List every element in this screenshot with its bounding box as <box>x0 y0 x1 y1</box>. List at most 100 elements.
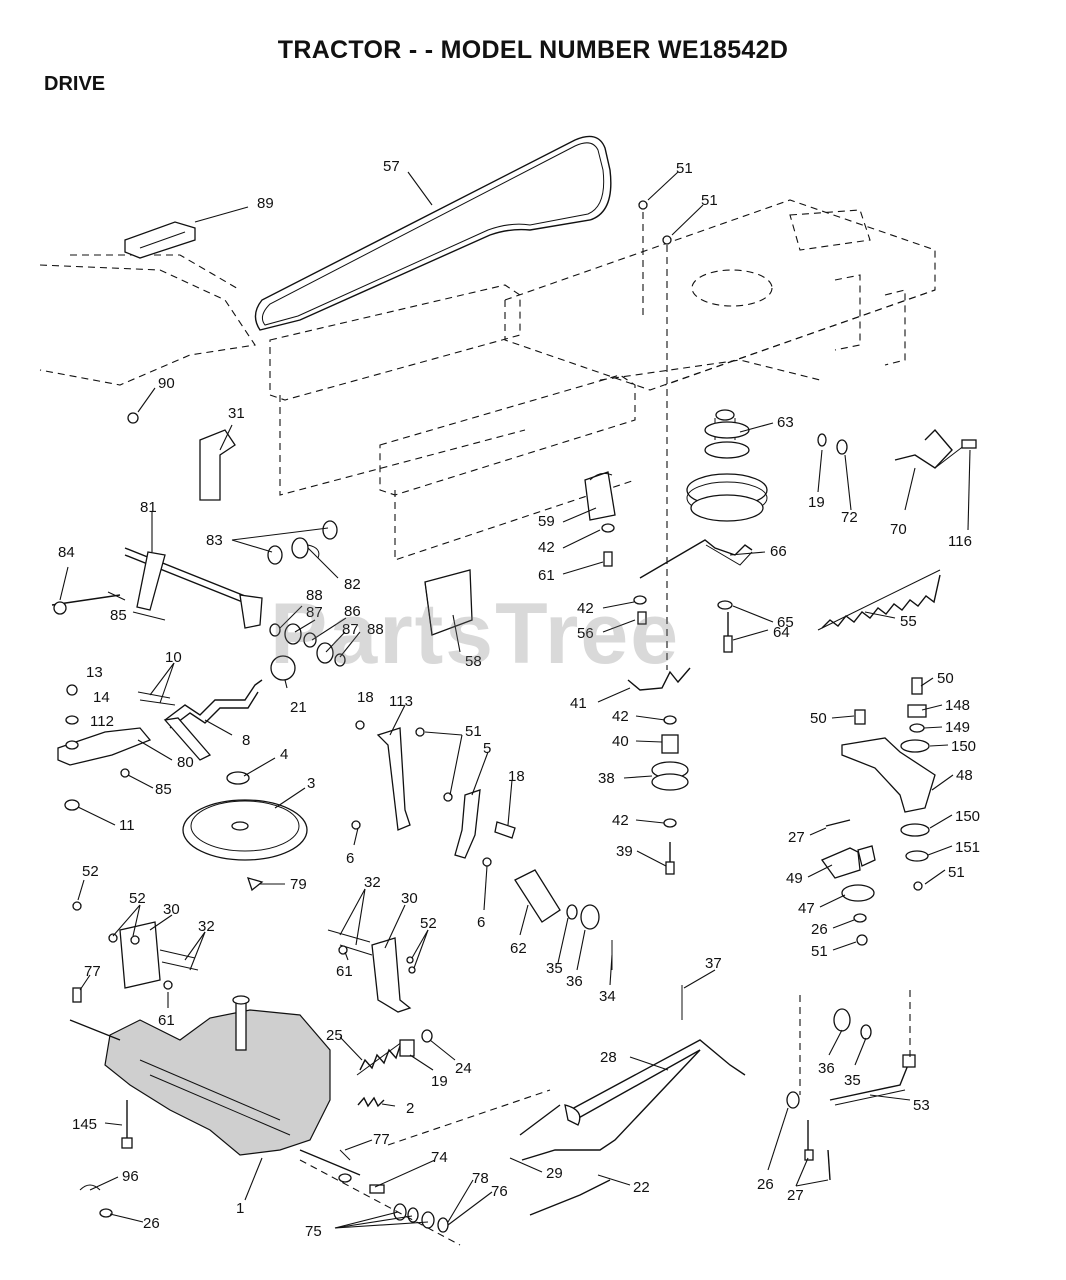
idler-arm-66 <box>639 539 753 579</box>
callout-78: 78 <box>472 1170 489 1187</box>
pedal-rod-8 <box>163 655 296 761</box>
tractor-frame <box>39 199 936 561</box>
callout-30b: 30 <box>401 890 418 907</box>
callout-145: 145 <box>72 1116 97 1133</box>
callout-47: 47 <box>798 900 815 917</box>
callout-34: 34 <box>599 988 616 1005</box>
callout-28: 28 <box>600 1049 617 1066</box>
callout-2: 2 <box>406 1100 414 1117</box>
callout-151: 151 <box>955 839 980 856</box>
callout-4: 4 <box>280 746 288 763</box>
callout-19b: 19 <box>431 1073 448 1090</box>
callout-51b: 51 <box>701 192 718 209</box>
leader-lines <box>59 171 971 1229</box>
callout-42b: 42 <box>577 600 594 617</box>
callout-57: 57 <box>383 158 400 175</box>
callout-72: 72 <box>841 509 858 526</box>
callout-42d: 42 <box>612 812 629 829</box>
callout-49: 49 <box>786 870 803 887</box>
plate-31 <box>199 429 236 501</box>
callout-85b: 85 <box>155 781 172 798</box>
washers-83-82 <box>267 520 338 565</box>
pulley-3 <box>182 771 308 892</box>
callout-89: 89 <box>257 195 274 212</box>
callout-80: 80 <box>177 754 194 771</box>
callout-150b: 150 <box>955 808 980 825</box>
callout-32a: 32 <box>198 918 215 935</box>
callout-88a: 88 <box>306 587 323 604</box>
callout-52a: 52 <box>82 863 99 880</box>
callout-150a: 150 <box>951 738 976 755</box>
idler-pulley-38 <box>627 667 691 875</box>
callout-85a: 85 <box>110 607 127 624</box>
callout-61c: 61 <box>336 963 353 980</box>
callout-76: 76 <box>491 1183 508 1200</box>
callout-13: 13 <box>86 664 103 681</box>
callout-18a: 18 <box>357 689 374 706</box>
callout-61a: 61 <box>538 567 555 584</box>
callout-5: 5 <box>483 740 491 757</box>
callout-75: 75 <box>305 1223 322 1240</box>
pedal-arm-80 <box>57 684 176 811</box>
callout-62: 62 <box>510 940 527 957</box>
callout-148: 148 <box>945 697 970 714</box>
callout-26b: 26 <box>757 1176 774 1193</box>
callout-83: 83 <box>206 532 223 549</box>
brake-shaft-81 <box>124 547 263 629</box>
callout-51d: 51 <box>948 864 965 881</box>
mount-plate-30-left <box>72 901 199 1003</box>
brake-rod-84 <box>51 591 126 615</box>
bracket-59 <box>584 471 616 567</box>
transaxle-1 <box>69 995 361 1176</box>
spindle-pulley-63 <box>638 200 768 670</box>
callout-116: 116 <box>948 533 972 550</box>
callout-6b: 6 <box>477 914 485 931</box>
callout-26a: 26 <box>811 921 828 938</box>
callout-3: 3 <box>307 775 315 792</box>
callout-59: 59 <box>538 513 555 530</box>
callout-27a: 27 <box>788 829 805 846</box>
callout-77a: 77 <box>84 963 101 980</box>
callout-30a: 30 <box>163 901 180 918</box>
spring-55 <box>817 569 941 631</box>
callout-37: 37 <box>705 955 722 972</box>
bracket-58 <box>424 569 473 636</box>
callout-27b: 27 <box>787 1187 804 1204</box>
sleeve-62 <box>514 869 613 970</box>
callout-18b: 18 <box>508 768 525 785</box>
page-title: TRACTOR - - MODEL NUMBER WE18542D <box>277 36 789 64</box>
callout-81: 81 <box>140 499 157 516</box>
callout-149: 149 <box>945 719 970 736</box>
callout-31: 31 <box>228 405 245 422</box>
callout-35a: 35 <box>546 960 563 977</box>
callout-65: 65 <box>777 614 794 631</box>
callout-51c: 51 <box>465 723 482 740</box>
callout-36b: 36 <box>818 1060 835 1077</box>
callout-96: 96 <box>122 1168 139 1185</box>
callout-79: 79 <box>290 876 307 893</box>
callout-48: 48 <box>956 767 973 784</box>
callout-52b: 52 <box>129 890 146 907</box>
bracket-89 <box>124 221 196 259</box>
callout-1: 1 <box>236 1200 244 1217</box>
callout-36a: 36 <box>566 973 583 990</box>
callout-55: 55 <box>900 613 917 630</box>
callout-77b: 77 <box>373 1131 390 1148</box>
bracket-113 <box>351 720 425 831</box>
callout-51e: 51 <box>811 943 828 960</box>
callout-50b: 50 <box>937 670 954 687</box>
callout-10: 10 <box>165 649 182 666</box>
idler-bracket-48 <box>820 677 936 946</box>
section-label: DRIVE <box>44 73 106 95</box>
callout-61b: 61 <box>158 1012 175 1029</box>
callout-38: 38 <box>598 770 615 787</box>
callout-56: 56 <box>577 625 594 642</box>
callout-19a: 19 <box>808 494 825 511</box>
mount-plate-30-right <box>327 929 416 1013</box>
washers-86-87-88 <box>269 623 346 667</box>
callout-42c: 42 <box>612 708 629 725</box>
callout-14: 14 <box>93 689 110 706</box>
callout-113: 113 <box>389 693 413 710</box>
callout-50a: 50 <box>810 710 827 727</box>
